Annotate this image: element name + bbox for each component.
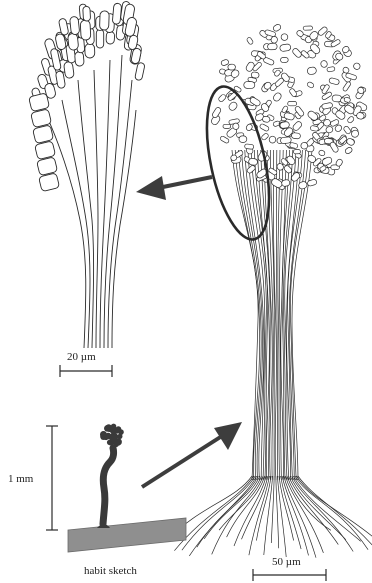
basal-hypha [234, 476, 266, 546]
head-conidium [292, 47, 303, 58]
conidium-cell [96, 30, 103, 49]
stipe-hypha [276, 150, 277, 480]
habit-synnema [97, 424, 124, 528]
head-conidium [272, 23, 282, 32]
head-conidium [352, 62, 361, 71]
head-conidium [343, 125, 352, 134]
head-conidium [280, 137, 291, 144]
head-conidium [281, 34, 288, 41]
stipe-hypha [292, 150, 312, 480]
habit-scale-bar [46, 426, 58, 530]
basal-hypha [212, 476, 262, 554]
conidium-cell [33, 125, 54, 144]
head-conidium [292, 120, 303, 131]
habit-head [100, 424, 124, 448]
head-conidium [267, 43, 277, 50]
head-conidium [307, 81, 315, 88]
head-conidium [239, 136, 247, 143]
basal-hypha [189, 476, 256, 556]
conidium-cell [112, 3, 121, 24]
basal-hypha [264, 476, 273, 555]
head-conidium [327, 66, 335, 72]
head-conidium [318, 149, 326, 156]
head-conidium [244, 144, 253, 150]
conidium-cell [31, 109, 52, 128]
conidium-cell [70, 16, 80, 35]
head-conidium [344, 146, 353, 154]
head-conidium [228, 64, 236, 70]
head-conidium [280, 57, 288, 62]
conidium-cell [135, 62, 146, 81]
scale-label-detail: 20 µm [67, 352, 96, 363]
basal-hypha [279, 476, 294, 541]
scale-label-synnema: 50 µm [272, 557, 301, 568]
head-conidium [211, 106, 221, 118]
head-conidium [228, 101, 239, 112]
habit-head-blob [104, 425, 111, 432]
head-conidium [346, 137, 356, 146]
substrate [68, 518, 186, 552]
head-conidium [221, 59, 230, 66]
conidiophore-cells [29, 1, 146, 192]
habit-caption: habit sketch [84, 566, 137, 577]
conidium-cell [67, 33, 78, 51]
basal-hypha [281, 476, 302, 549]
scale-bar-detail [60, 365, 112, 377]
basal-hypha [296, 476, 372, 539]
head-conidium [268, 135, 277, 144]
conidium-cell [29, 93, 50, 112]
head-conidium [259, 123, 269, 132]
habit-head-blob [100, 431, 107, 438]
head-conidium [320, 60, 328, 68]
head-conidium [246, 37, 254, 45]
head-conidium [342, 81, 351, 92]
head-conidium [303, 26, 312, 30]
head-conidium [248, 158, 258, 165]
head-conidium [293, 149, 300, 153]
head-conidium [261, 133, 269, 141]
head-conidium [223, 124, 231, 128]
head-conidium [288, 101, 297, 105]
conidium-cell [85, 43, 95, 58]
habit-head-blob [110, 434, 115, 439]
conidiophore-detail [44, 55, 136, 348]
head-conidium [279, 44, 291, 52]
conidium-cell [106, 31, 115, 44]
head-conidium [347, 116, 355, 124]
head-conidium [246, 165, 256, 174]
conidium-cell [100, 11, 110, 30]
head-conidium [218, 94, 227, 103]
head-conidium [307, 67, 317, 75]
head-conidium [262, 116, 270, 123]
scale-label-habit: 1 mm [8, 474, 33, 485]
head-conidium [232, 123, 239, 130]
head-conidium [321, 102, 333, 109]
head-conidium [244, 82, 255, 89]
head-conidium [329, 77, 340, 85]
basal-hypha [293, 476, 361, 541]
conidium-cell [74, 51, 84, 66]
conidium-cell [63, 61, 74, 78]
synnema-base [167, 476, 372, 558]
basal-hypha [298, 476, 372, 558]
habit-head-blob [113, 442, 119, 448]
conidium-cell [35, 141, 56, 160]
habit-head-blob [114, 428, 120, 434]
head-conidium [291, 133, 300, 139]
arrow-to-detail [136, 176, 212, 200]
conidium-cell [55, 71, 65, 89]
head-conidium [272, 92, 282, 103]
conidium-cell [37, 157, 58, 176]
head-conidium [280, 121, 290, 128]
arrow-to-synnema [142, 422, 242, 487]
head-conidium [300, 142, 308, 149]
synnema-stipe [232, 150, 312, 480]
basal-hypha [204, 476, 260, 539]
conidium-cell [39, 173, 60, 192]
conidium-cell [83, 6, 91, 21]
scale-bar-synnema [253, 569, 326, 581]
conidium-cell [80, 20, 91, 40]
